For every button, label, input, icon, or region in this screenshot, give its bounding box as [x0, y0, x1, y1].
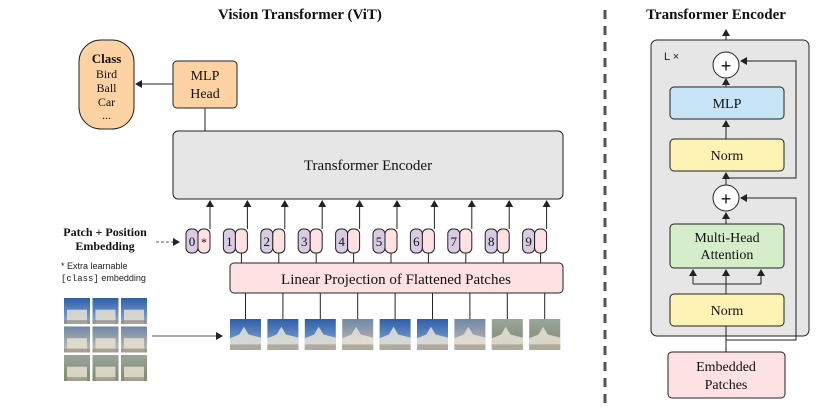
patch-thumbnail-8 — [491, 319, 523, 350]
extra-note-line2: [class] embedding — [61, 273, 146, 284]
class-item-more: ... — [102, 108, 111, 122]
patch-position-label-2: Embedding — [75, 239, 134, 253]
embedding-token-9: 9 — [522, 200, 551, 263]
embedding-token-8: 8 — [484, 200, 514, 263]
encoder-norm-bottom-box: Norm — [669, 293, 785, 327]
embedding-token-7: 7 — [447, 200, 476, 263]
embedded-patches-box: Embedded Patches — [667, 351, 786, 399]
patch-position-label-1: Patch + Position — [63, 225, 147, 239]
patch-embedding-4 — [347, 228, 361, 254]
vit-title: Vision Transformer (ViT) — [218, 7, 382, 23]
encoder-norm-bottom-label: Norm — [711, 304, 744, 319]
extra-note-rest: embedding — [99, 273, 146, 283]
patch-thumbnail-3 — [304, 319, 336, 350]
linear-projection-box: Linear Projection of Flattened Patches — [229, 262, 564, 294]
embedding-token-3: 3 — [297, 200, 327, 263]
skip-connection-top — [726, 57, 797, 179]
class-item-ball: Ball — [97, 81, 118, 95]
attention-line1: Multi-Head — [694, 231, 759, 246]
encoder-mlp-label: MLP — [713, 97, 742, 112]
transformer-encoder-label: Transformer Encoder — [304, 158, 432, 174]
encoder-norm-top-label: Norm — [711, 149, 744, 164]
patch-thumbnail-4 — [342, 319, 374, 350]
embedding-token-4: 4 — [335, 200, 364, 263]
class-token-marker: * — [201, 235, 207, 249]
mlp-head-line2: Head — [190, 87, 220, 102]
embedded-line1: Embedded — [696, 360, 756, 375]
skip-connection-bottom — [726, 194, 797, 341]
encoder-detail-title: Transformer Encoder — [646, 7, 786, 23]
source-patch-4 — [64, 326, 90, 353]
patch-embedding-0 — [197, 228, 211, 254]
source-patch-3 — [121, 298, 147, 324]
patch-embedding-7 — [459, 228, 473, 254]
mlp-head-box: MLP Head — [172, 60, 238, 109]
patch-embedding-8 — [496, 228, 510, 254]
position-index-5: 5 — [376, 234, 383, 249]
patch-embedding-9 — [534, 228, 548, 254]
embedding-token-5: 5 — [372, 200, 401, 263]
position-index-2: 2 — [264, 234, 271, 249]
source-patch-6 — [121, 326, 147, 353]
multi-head-attention-box: Multi-Head Attention — [669, 223, 785, 269]
source-patch-9 — [121, 355, 147, 381]
patch-thumbnail-6 — [417, 319, 448, 350]
flattened-patch-row — [230, 319, 561, 350]
patch-thumbnail-2 — [267, 319, 299, 350]
embedding-token-1: 1 — [222, 200, 252, 263]
position-index-0: 0 — [189, 234, 196, 249]
patch-embedding-6 — [421, 228, 435, 254]
attention-line2: Attention — [701, 248, 754, 263]
extra-note-line1: * Extra learnable — [61, 261, 128, 271]
embedding-token-6: 6 — [409, 200, 439, 263]
position-index-6: 6 — [413, 234, 420, 249]
source-image-grid — [64, 298, 147, 381]
patch-thumbnail-7 — [454, 319, 486, 350]
class-item-car: Car — [98, 95, 115, 109]
residual-add-middle-symbol: + — [721, 189, 732, 209]
embedded-line2: Patches — [705, 378, 748, 393]
patch-embedding-2 — [272, 228, 286, 254]
position-index-1: 1 — [226, 234, 233, 249]
patch-thumbnail-1 — [230, 319, 261, 350]
mlp-head-line1: MLP — [191, 69, 220, 84]
encoder-mlp-box: MLP — [669, 86, 785, 120]
position-index-8: 8 — [488, 234, 495, 249]
class-heading: Class — [92, 51, 122, 66]
embedding-token-0: 0* — [185, 200, 214, 254]
source-patch-7 — [64, 355, 90, 381]
repeat-label: L × — [664, 51, 679, 63]
patch-thumbnail-9 — [529, 319, 561, 350]
class-token-code: [class] — [61, 274, 99, 284]
position-index-7: 7 — [451, 234, 458, 249]
position-index-4: 4 — [338, 234, 345, 249]
residual-add-top-symbol: + — [721, 56, 732, 76]
position-index-9: 9 — [525, 234, 532, 249]
patch-embedding-3 — [309, 228, 323, 254]
encoder-norm-top-box: Norm — [669, 138, 785, 172]
patch-embedding-1 — [234, 228, 248, 254]
source-patch-5 — [92, 326, 119, 353]
class-output-box: Class Bird Ball Car ... — [78, 39, 135, 130]
transformer-encoder-box: Transformer Encoder — [172, 130, 564, 200]
source-patch-2 — [92, 298, 119, 324]
patch-thumbnail-5 — [379, 319, 411, 350]
patch-embedding-5 — [384, 228, 398, 254]
source-patch-8 — [92, 355, 119, 381]
class-item-bird: Bird — [96, 67, 117, 81]
projection-input-lines — [245, 293, 546, 319]
embedding-token-2: 2 — [260, 200, 289, 263]
source-patch-1 — [64, 298, 90, 324]
position-index-3: 3 — [301, 234, 308, 249]
linear-projection-label: Linear Projection of Flattened Patches — [281, 272, 511, 288]
